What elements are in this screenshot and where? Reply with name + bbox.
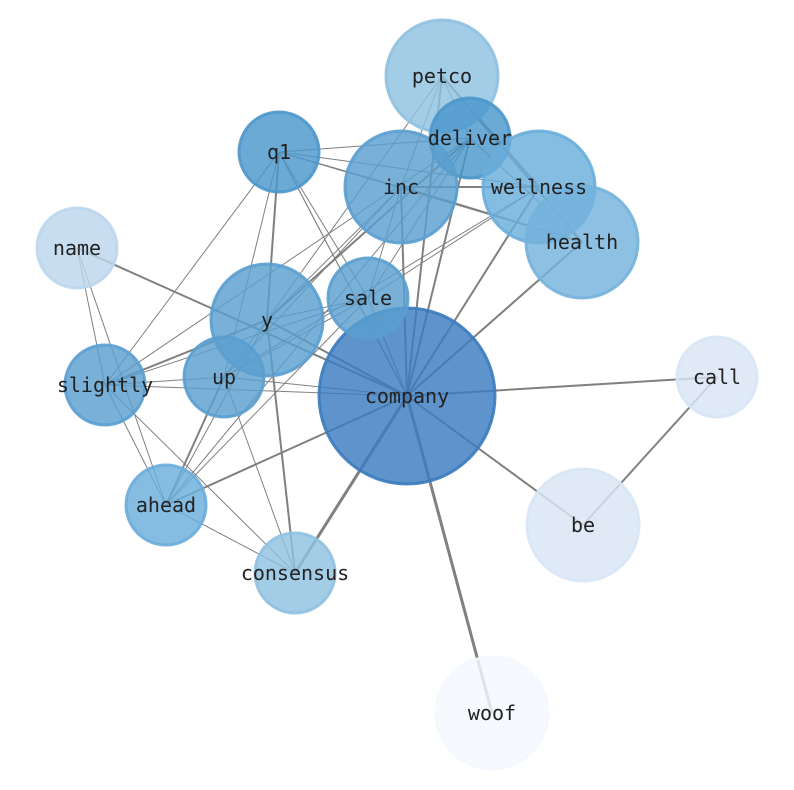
node-label: q1 bbox=[267, 140, 291, 164]
node-label: consensus bbox=[241, 561, 349, 585]
node-woof-circle bbox=[434, 655, 550, 771]
labels-layer: company petco deliver q1 inc wellness health na… bbox=[53, 64, 741, 725]
node-label: slightly bbox=[57, 373, 153, 397]
node-label: be bbox=[571, 513, 595, 537]
node-slightly-circle bbox=[63, 343, 147, 427]
node-consensus-circle bbox=[253, 531, 337, 615]
node-up-circle bbox=[182, 335, 266, 419]
node-label: woof bbox=[468, 701, 516, 725]
node-label: deliver bbox=[428, 126, 512, 150]
nodes-layer bbox=[35, 18, 759, 771]
node-sale-circle bbox=[326, 256, 410, 340]
node-label: company bbox=[365, 384, 449, 408]
node-label: petco bbox=[412, 64, 472, 88]
edge-ahead-sale bbox=[165, 297, 369, 506]
node-label: inc bbox=[383, 175, 419, 199]
edge-q1-slightly bbox=[104, 151, 280, 386]
node-label: name bbox=[53, 236, 101, 260]
node-ahead-circle bbox=[124, 463, 208, 547]
node-label: call bbox=[693, 365, 741, 389]
node-label: up bbox=[212, 365, 236, 389]
edge-slightly-consensus bbox=[104, 384, 296, 574]
node-label: health bbox=[546, 230, 618, 254]
node-label: wellness bbox=[491, 175, 587, 199]
node-call-circle bbox=[675, 335, 759, 419]
node-be-circle bbox=[525, 467, 641, 583]
node-inc-circle bbox=[343, 129, 459, 245]
node-health-circle bbox=[524, 184, 640, 300]
node-label: sale bbox=[344, 286, 392, 310]
node-name-circle bbox=[35, 206, 119, 290]
node-label: y bbox=[261, 308, 273, 332]
node-q1-circle bbox=[237, 110, 321, 194]
node-label: ahead bbox=[136, 493, 196, 517]
